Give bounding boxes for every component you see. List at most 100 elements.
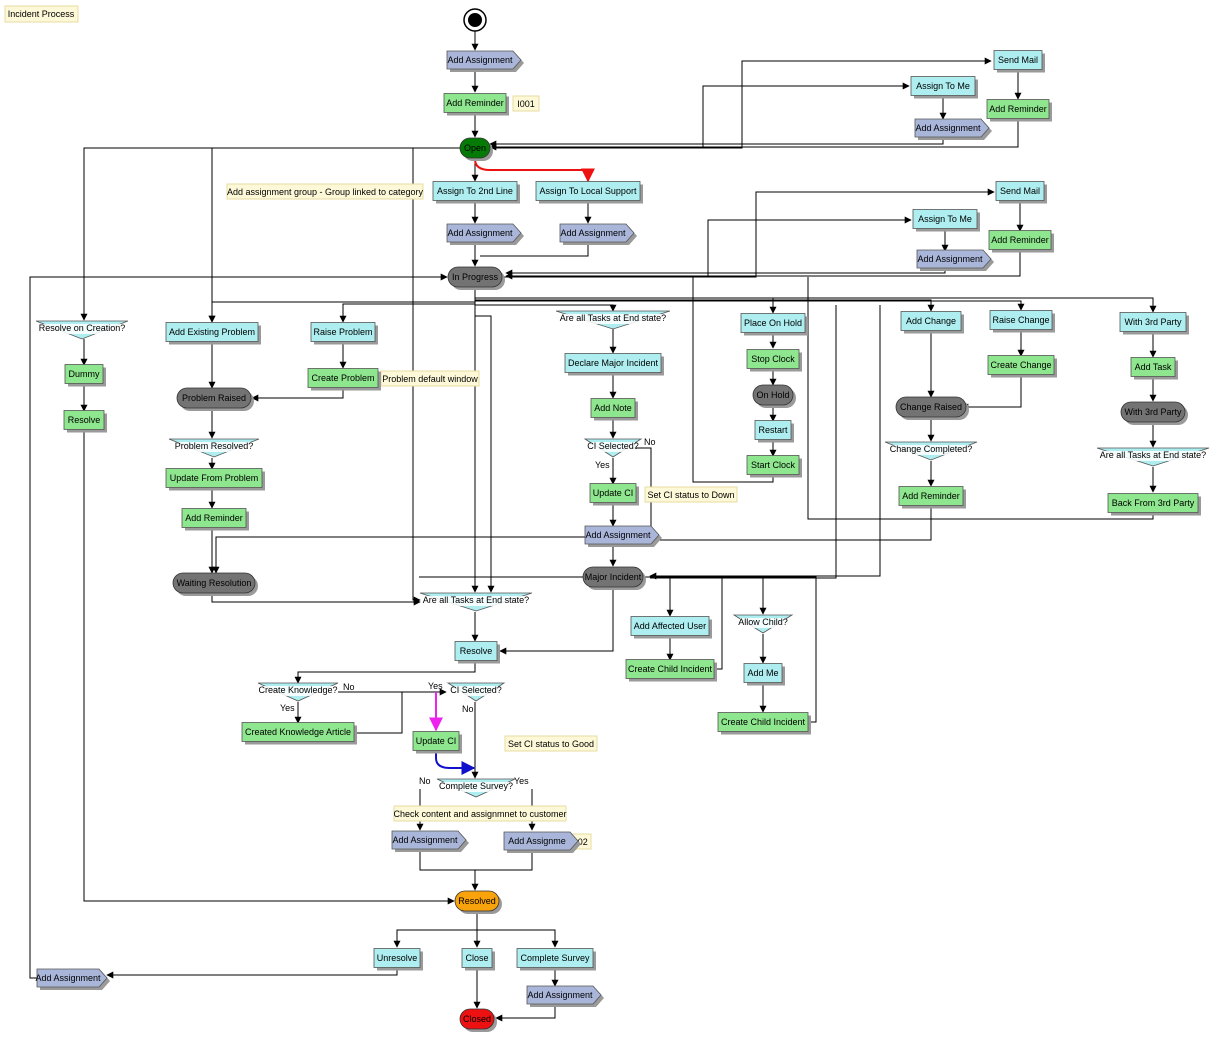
edge <box>692 277 774 483</box>
node-label: Create Knowledge? <box>258 685 337 695</box>
edge <box>339 288 476 323</box>
node-assign-2nd-line: Assign To 2nd Line <box>432 181 520 204</box>
edge <box>503 216 912 278</box>
edge-highlight-red <box>474 158 595 183</box>
node-add-assignment-7: Add Assignment <box>391 830 469 852</box>
node-label: Closed <box>463 1014 491 1024</box>
node-dummy: Dummy <box>64 364 106 387</box>
node-add-affected-user: Add Affected User <box>630 616 712 639</box>
edge <box>480 242 589 257</box>
node-raise-change: Raise Change <box>989 310 1055 333</box>
node-label: Resolve <box>460 646 493 656</box>
node-label: Declare Major Incident <box>568 358 659 368</box>
edge <box>613 506 932 541</box>
svg-text:I001: I001 <box>517 99 535 109</box>
node-add-assignment-5: Add Assignment <box>916 249 994 271</box>
node-label: Stop Clock <box>751 354 795 364</box>
edge <box>475 850 533 871</box>
node-create-change: Create Change <box>987 355 1057 378</box>
node-assign-to-me-1: Assign To Me <box>910 76 978 99</box>
edge-label-yes: Yes <box>428 681 443 691</box>
edge <box>650 305 837 579</box>
edge <box>474 288 1025 311</box>
node-label: Add Note <box>594 403 632 413</box>
node-label: Update From Problem <box>170 473 259 483</box>
node-all-tasks-end-3: Are all Tasks at End state? <box>419 592 533 612</box>
node-resolve-1: Resolve <box>63 410 107 433</box>
edge <box>499 587 614 655</box>
node-closed: Closed <box>459 1008 497 1032</box>
node-label: Add Existing Problem <box>169 327 255 337</box>
node-label: Add Assignment <box>35 973 101 983</box>
node-label: Add Reminder <box>991 235 1049 245</box>
node-label: Unresolve <box>377 953 418 963</box>
node-in-progress: In Progress <box>447 266 505 290</box>
node-label: Resolve on Creation? <box>39 323 126 333</box>
node-label: Complete Survey? <box>439 781 513 791</box>
node-label: Are all Tasks at End state? <box>560 313 666 323</box>
edge <box>83 430 455 905</box>
node-major-incident: Major Incident <box>582 566 646 590</box>
node-label: Resolved <box>458 896 496 906</box>
node-add-reminder-5: Add Reminder <box>898 486 966 509</box>
edge-label-no: No <box>644 437 656 447</box>
node-add-note: Add Note <box>590 398 638 421</box>
node-change-completed: Change Completed? <box>884 441 978 461</box>
node-add-task: Add Task <box>1130 357 1178 380</box>
node-waiting-resolution: Waiting Resolution <box>172 572 258 596</box>
node-add-existing-problem: Add Existing Problem <box>165 322 261 345</box>
node-problem-resolved: Problem Resolved? <box>168 438 260 458</box>
diagram-title: Incident Process <box>4 5 79 23</box>
node-send-mail-1: Send Mail <box>993 50 1045 73</box>
edge <box>650 576 817 723</box>
node-start-clock: Start Clock <box>746 455 802 478</box>
edge-label-no: No <box>419 776 431 786</box>
edge-label-no: No <box>343 682 355 692</box>
edge <box>476 922 559 948</box>
node-create-child-2: Create Child Incident <box>717 712 811 735</box>
note-check-content: Check content and assignmnet to customer <box>393 805 567 822</box>
node-problem-raised: Problem Raised <box>176 387 254 411</box>
node-label: Add Assignme <box>508 836 566 846</box>
node-add-assignment-4: Add Assignment <box>559 223 637 245</box>
node-label: Major Incident <box>585 572 642 582</box>
edge <box>495 1004 556 1022</box>
node-label: CI Selected? <box>450 685 502 695</box>
svg-text:Add assignment group - Group l: Add assignment group - Group linked to c… <box>227 187 424 197</box>
node-with-3rd-party-state: With 3rd Party <box>1120 401 1188 425</box>
node-label: Send Mail <box>998 55 1038 65</box>
node-label: Complete Survey <box>520 953 590 963</box>
node-label: Assign To Me <box>918 214 972 224</box>
edge-label-yes: Yes <box>280 703 295 713</box>
node-create-problem: Create Problem <box>307 368 381 391</box>
node-update-from-problem: Update From Problem <box>165 468 265 491</box>
node-created-knowledge: Created Knowledge Article <box>241 722 357 745</box>
node-on-hold: On Hold <box>752 384 796 408</box>
node-add-assignment-2: Add Assignment <box>914 118 992 140</box>
node-label: Change Raised <box>900 402 962 412</box>
node-allow-child: Allow Child? <box>732 614 794 634</box>
node-unresolve: Unresolve <box>373 948 423 971</box>
node-label: Add Me <box>747 668 778 678</box>
node-label: Allow Child? <box>738 617 788 627</box>
node-label: Close <box>465 953 488 963</box>
edge <box>355 691 446 734</box>
node-label: Resolve <box>68 415 101 425</box>
edge <box>807 277 1154 520</box>
node-add-assignment-10: Add Assignment <box>526 985 604 1007</box>
node-label: Add Assignment <box>560 228 626 238</box>
node-label: Dummy <box>69 369 100 379</box>
node-complete-survey-q: Complete Survey? <box>436 778 516 798</box>
node-label: CI Selected? <box>587 441 639 451</box>
node-label: With 3rd Party <box>1124 317 1182 327</box>
node-add-assignment-8: Add Assignme <box>503 831 581 853</box>
node-label: Assign To 2nd Line <box>437 186 513 196</box>
node-add-reminder-2: Add Reminder <box>986 99 1052 122</box>
node-label: Add Change <box>906 316 956 326</box>
edge <box>474 288 935 312</box>
node-raise-problem: Raise Problem <box>310 322 378 345</box>
node-label: On Hold <box>756 390 789 400</box>
node-label: Add Reminder <box>185 513 243 523</box>
node-ci-selected-2: CI Selected? <box>446 682 506 702</box>
edge <box>393 922 478 948</box>
